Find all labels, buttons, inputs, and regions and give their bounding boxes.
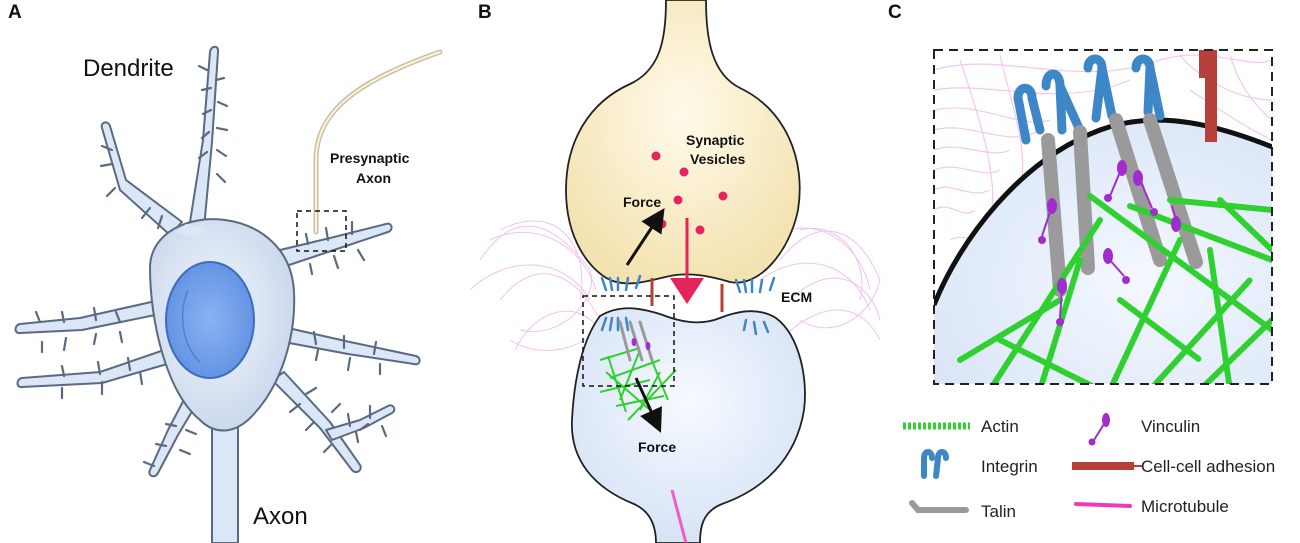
legend-microtubule-label: Microtubule: [1141, 497, 1229, 516]
force-arrow-lower: [634, 377, 662, 433]
legend: Actin Integrin Talin Vinculin Cell-cell …: [903, 413, 1275, 521]
synapse-zoom-box: [296, 210, 347, 252]
presynaptic-label-line1: Presynaptic: [330, 150, 410, 166]
dendrite-right-lower: [271, 371, 362, 474]
actin-filaments: [957, 193, 1272, 384]
legend-talin-label: Talin: [981, 502, 1016, 521]
panel-c-frame: [933, 49, 1273, 385]
legend-actin-label: Actin: [981, 417, 1019, 436]
dendrite-right-lower-branch: [325, 404, 396, 441]
dendrite-label: Dendrite: [83, 55, 174, 82]
integrins-cleft: [600, 274, 776, 336]
cell-cell-adhesion-detail: [1205, 50, 1217, 142]
axon: [211, 419, 239, 543]
panel-c-letter: C: [888, 2, 902, 23]
legend-microtubule: Microtubule: [1074, 497, 1229, 516]
nucleus: [165, 261, 255, 379]
adhesion-zoom-box: [582, 295, 675, 387]
postsynaptic-spine: [571, 307, 806, 543]
legend-integrin-label: Integrin: [981, 457, 1038, 476]
legend-integrin: Integrin: [921, 449, 1038, 479]
legend-cell-cell-adhesion-label: Cell-cell adhesion: [1141, 457, 1275, 476]
panel-a: A: [8, 2, 443, 543]
dendrite-right-middle: [283, 327, 421, 366]
force-label-bottom: Force: [638, 439, 676, 455]
cell-membrane: [934, 117, 1272, 306]
legend-talin: Talin: [909, 500, 1016, 521]
legend-vinculin-label: Vinculin: [1141, 417, 1200, 436]
legend-actin: Actin: [903, 417, 1019, 436]
vesicles-label-line2: Vesicles: [690, 151, 745, 167]
presynaptic-bouton: [565, 0, 801, 285]
zoom-detail: [934, 50, 1272, 384]
panel-b-letter: B: [478, 2, 492, 23]
force-arrow-down: [670, 218, 704, 304]
force-arrow-upper: [625, 207, 665, 266]
dendrite-upper-left: [100, 121, 183, 236]
dendrite-lower-left: [16, 347, 175, 389]
dendrite-left: [14, 299, 161, 335]
panel-a-letter: A: [8, 2, 22, 23]
cell-cell-adhesion-molecules: [650, 278, 724, 312]
panel-b: B: [469, 0, 881, 543]
microtubule: [670, 489, 688, 543]
vesicles-label-line1: Synaptic: [686, 132, 745, 148]
dendrite-right-upper: [279, 222, 393, 267]
dendrite-bottom-left: [148, 391, 201, 478]
legend-cell-cell-adhesion: Cell-cell adhesion: [1072, 457, 1275, 476]
force-label-top: Force: [623, 194, 661, 210]
ecm-label: ECM: [781, 289, 812, 305]
vinculin-molecules: [1038, 160, 1181, 326]
legend-vinculin: Vinculin: [1088, 413, 1200, 446]
presynaptic-label-line2: Axon: [356, 170, 391, 186]
dendritic-spines: [34, 64, 388, 468]
axon-label: Axon: [253, 503, 308, 530]
panel-c: C: [888, 2, 1275, 521]
